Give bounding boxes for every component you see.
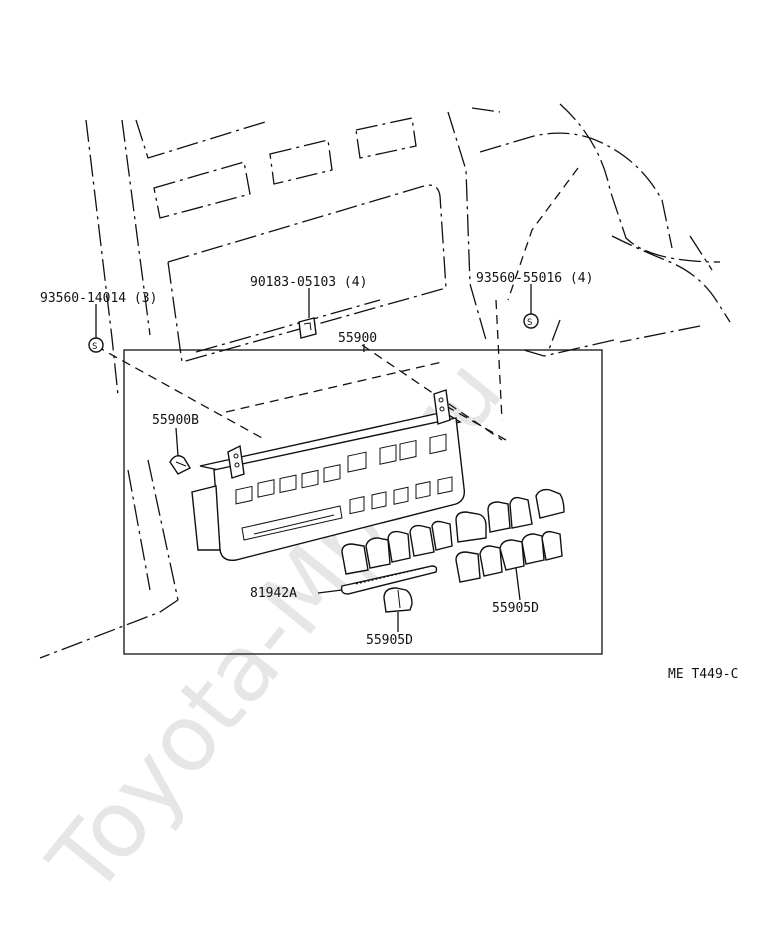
bulb-part bbox=[169, 455, 191, 475]
knob-set-lower-right bbox=[455, 530, 563, 583]
callout-93560-55016: 93560-55016 (4) bbox=[476, 271, 593, 286]
callout-81942a: 81942A bbox=[250, 586, 297, 601]
clip-part bbox=[298, 317, 317, 339]
assembly-lines bbox=[95, 167, 579, 441]
callout-90183-05103: 90183-05103 (4) bbox=[250, 275, 367, 290]
knob-set-middle bbox=[341, 520, 453, 575]
screw-right: S bbox=[523, 313, 539, 329]
callout-55905d-lower: 55905D bbox=[366, 633, 413, 648]
leader-lines bbox=[95, 284, 532, 632]
screw-left: S bbox=[88, 337, 104, 353]
figure-code: ME T449-C bbox=[668, 667, 738, 682]
callout-55900b: 55900B bbox=[152, 413, 199, 428]
exploded-view-box bbox=[123, 349, 603, 655]
knob-set-upper-right bbox=[455, 488, 565, 543]
callout-93560-14014: 93560-14014 (3) bbox=[40, 291, 157, 306]
callout-55905d-right: 55905D bbox=[492, 601, 539, 616]
dashboard-outline bbox=[39, 103, 731, 659]
svg-text:S: S bbox=[527, 318, 532, 328]
single-knob bbox=[383, 587, 413, 613]
callout-55900: 55900 bbox=[338, 331, 377, 346]
svg-text:S: S bbox=[92, 342, 97, 352]
control-panel bbox=[191, 389, 466, 561]
